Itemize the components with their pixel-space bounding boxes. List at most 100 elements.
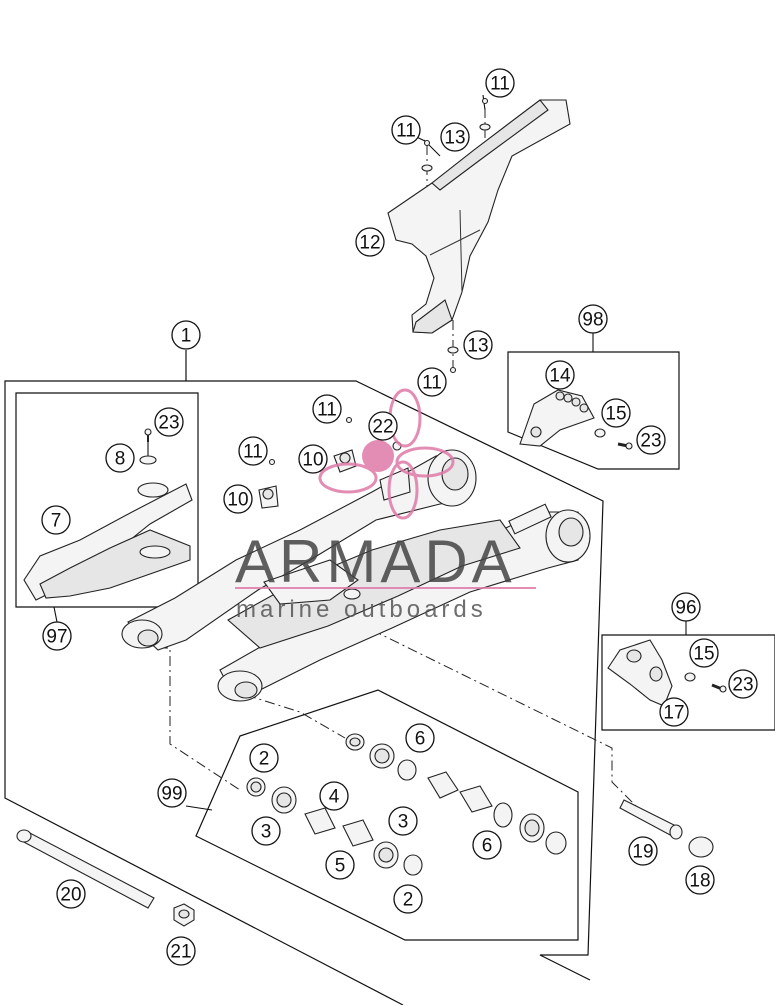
svg-text:20: 20: [60, 885, 81, 906]
svg-text:18: 18: [689, 871, 710, 892]
watermark-logo: [318, 388, 455, 520]
swingarm[interactable]: [121, 449, 591, 702]
callout-17[interactable]: 17: [659, 697, 689, 727]
svg-text:23: 23: [640, 431, 661, 452]
watermark: ARMADA marine outboards: [235, 388, 536, 623]
svg-text:98: 98: [582, 310, 603, 331]
callout-2-lower[interactable]: 2: [393, 884, 423, 914]
svg-text:6: 6: [482, 836, 493, 857]
svg-text:6: 6: [415, 729, 426, 750]
callout-14[interactable]: 14: [545, 360, 575, 390]
bolt-19[interactable]: [619, 799, 683, 840]
callout-11-swingarm-lower[interactable]: 11: [238, 436, 268, 466]
callout-23-kit98[interactable]: 23: [636, 425, 666, 455]
svg-text:5: 5: [335, 856, 346, 877]
bolt-23-slider: [144, 428, 152, 442]
callout-10-lower[interactable]: 10: [223, 484, 253, 514]
screw-23-kit96: [711, 683, 727, 693]
svg-text:13: 13: [444, 128, 465, 149]
svg-text:17: 17: [663, 703, 684, 724]
callout-23-kit96[interactable]: 23: [728, 669, 758, 699]
svg-text:23: 23: [732, 675, 753, 696]
svg-text:7: 7: [51, 511, 62, 532]
svg-text:2: 2: [403, 890, 414, 911]
callout-15-kit96[interactable]: 15: [689, 638, 719, 668]
chain-slider[interactable]: [23, 482, 193, 601]
callout-5[interactable]: 5: [325, 850, 355, 880]
callout-11-top-right[interactable]: 11: [485, 68, 515, 98]
svg-text:10: 10: [302, 450, 323, 471]
svg-text:96: 96: [675, 598, 696, 619]
assembly-1-boundary: [4, 350, 604, 1005]
svg-text:11: 11: [422, 373, 442, 394]
svg-text:12: 12: [359, 233, 380, 254]
callout-98[interactable]: 98: [578, 304, 608, 334]
svg-text:13: 13: [467, 336, 488, 357]
svg-text:10: 10: [227, 490, 248, 511]
callout-3-right[interactable]: 3: [388, 806, 418, 836]
cap-18: [688, 836, 714, 858]
callout-13-bottom[interactable]: 13: [463, 330, 493, 360]
callout-23-slider[interactable]: 23: [154, 407, 184, 437]
callout-7[interactable]: 7: [41, 505, 71, 535]
svg-text:15: 15: [605, 404, 626, 425]
callout-22[interactable]: 22: [368, 411, 398, 441]
kit-99-boundary: [195, 689, 579, 941]
callout-97[interactable]: 97: [42, 621, 72, 651]
svg-text:23: 23: [158, 413, 179, 434]
callout-6-upper[interactable]: 6: [405, 723, 435, 753]
svg-text:97: 97: [46, 627, 67, 648]
screws-11: [268, 97, 489, 466]
callout-2-upper[interactable]: 2: [249, 743, 279, 773]
sprocket-guard-14[interactable]: [519, 389, 595, 447]
chain-guide[interactable]: [387, 99, 571, 334]
svg-text:3: 3: [398, 812, 409, 833]
svg-text:8: 8: [115, 449, 126, 470]
washers-13: [421, 123, 491, 354]
bearing-10-upper: [333, 449, 357, 473]
nut-21: [173, 903, 195, 927]
callout-4[interactable]: 4: [319, 781, 349, 811]
svg-text:2: 2: [259, 749, 270, 770]
callout-20[interactable]: 20: [56, 879, 86, 909]
callout-11-swingarm-upper[interactable]: 11: [312, 394, 342, 424]
callout-11-top-left[interactable]: 11: [391, 115, 421, 145]
kit-98-boundary: [507, 351, 680, 470]
svg-text:21: 21: [170, 942, 191, 963]
callout-6-lower[interactable]: 6: [472, 830, 502, 860]
callout-11-guide-bottom[interactable]: 11: [417, 367, 447, 397]
svg-text:15: 15: [693, 644, 714, 665]
svg-text:19: 19: [632, 842, 653, 863]
watermark-title: ARMADA: [235, 528, 516, 595]
washer-15-kit98: [594, 428, 606, 438]
svg-text:1: 1: [181, 326, 192, 347]
kit-96-boundary: [601, 634, 775, 731]
callout-8[interactable]: 8: [105, 443, 135, 473]
svg-text:14: 14: [549, 366, 571, 387]
callout-13-top[interactable]: 13: [440, 122, 470, 152]
svg-text:11: 11: [317, 400, 337, 421]
callout-21[interactable]: 21: [166, 936, 196, 966]
callout-99[interactable]: 99: [157, 778, 187, 808]
callout-15-kit98[interactable]: 15: [601, 398, 631, 428]
callout-3-left[interactable]: 3: [251, 816, 281, 846]
washer-8: [139, 455, 157, 465]
callout-19[interactable]: 19: [628, 836, 658, 866]
watermark-subtitle: marine outboards: [236, 596, 487, 623]
callout-12[interactable]: 12: [355, 227, 385, 257]
svg-text:4: 4: [329, 787, 340, 808]
svg-text:11: 11: [396, 121, 416, 142]
svg-text:3: 3: [261, 822, 272, 843]
callout-96[interactable]: 96: [671, 592, 701, 622]
pivot-axle-20[interactable]: [16, 829, 155, 909]
guard-plate-17[interactable]: [607, 639, 673, 707]
callout-1[interactable]: 1: [171, 320, 201, 350]
bearing-10-lower: [258, 485, 279, 509]
screw-23-kit98: [617, 442, 633, 450]
svg-text:11: 11: [490, 74, 510, 95]
callout-10-upper[interactable]: 10: [298, 444, 328, 474]
svg-text:11: 11: [243, 442, 263, 463]
washer-15-kit96: [684, 672, 696, 682]
callout-18[interactable]: 18: [685, 865, 715, 895]
